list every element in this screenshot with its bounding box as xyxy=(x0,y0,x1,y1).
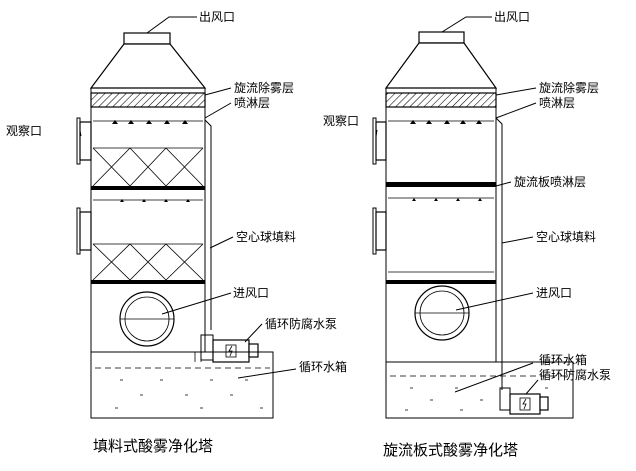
right-observation-window-1 xyxy=(375,121,387,161)
left-lower-packing xyxy=(92,243,204,281)
right-demister-layer xyxy=(385,92,497,108)
left-spray-nozzles xyxy=(93,120,203,124)
right-outlet-duct xyxy=(418,31,465,44)
right-swirl-plate xyxy=(386,182,496,187)
left-leaders xyxy=(79,16,297,379)
right-circulation-tank xyxy=(385,361,574,419)
left-spray-nozzles-2 xyxy=(93,199,203,202)
right-label-packing: 空心球填料 xyxy=(536,230,596,244)
left-tower: 出风口 旋流除雾层 喷淋层 观察口 空心球填料 进风口 循环防腐水泵 循环水箱 … xyxy=(6,10,347,455)
left-air-inlet xyxy=(119,291,175,347)
left-label-demister: 旋流除雾层 xyxy=(234,80,294,95)
left-label-inlet: 进风口 xyxy=(233,286,269,300)
left-support-grid-1 xyxy=(91,186,205,190)
right-leaders xyxy=(375,16,539,395)
right-label-pump: 循环防腐水泵 xyxy=(539,367,611,382)
left-caption: 填料式酸雾净化塔 xyxy=(93,437,213,455)
right-circulation-pump xyxy=(499,387,549,415)
right-air-inlet xyxy=(414,285,470,341)
left-label-pump: 循环防腐水泵 xyxy=(265,316,337,331)
right-spray-nozzles-2 xyxy=(388,197,494,201)
left-support-grid-2 xyxy=(91,280,205,284)
left-circulation-tank xyxy=(90,351,274,419)
right-label-inlet: 进风口 xyxy=(536,286,572,300)
left-label-window: 观察口 xyxy=(6,124,42,138)
right-observation-window-2 xyxy=(375,211,387,251)
right-tower: 出风口 旋流除雾层 喷淋层 观察口 旋流板喷淋层 空心球填料 进风口 循环水箱 … xyxy=(323,10,611,459)
right-hood xyxy=(384,42,498,89)
right-label-tank: 循环水箱 xyxy=(539,352,587,367)
left-label-packing: 空心球填料 xyxy=(236,230,296,244)
right-label-plate-spray: 旋流板喷淋层 xyxy=(514,175,586,189)
right-support-grid xyxy=(386,280,496,284)
left-label-spray: 喷淋层 xyxy=(234,96,270,110)
right-label-demister: 旋流除雾层 xyxy=(539,80,599,95)
right-side-pipe xyxy=(495,117,503,390)
left-observation-window-2 xyxy=(79,211,92,251)
left-label-outlet: 出风口 xyxy=(199,10,235,24)
left-hood xyxy=(89,43,207,89)
left-observation-window-1 xyxy=(79,121,92,161)
right-label-window: 观察口 xyxy=(323,114,359,128)
left-demister-layer xyxy=(90,92,206,108)
right-caption: 旋流板式酸雾净化塔 xyxy=(383,441,518,459)
left-label-tank: 循环水箱 xyxy=(299,359,347,374)
left-side-pipe xyxy=(204,119,212,330)
right-spray-nozzles xyxy=(388,120,494,124)
right-label-spray: 喷淋层 xyxy=(539,96,575,110)
left-outlet-duct xyxy=(123,32,171,45)
right-label-outlet: 出风口 xyxy=(494,10,530,24)
left-upper-packing xyxy=(92,147,204,187)
left-circulation-pump xyxy=(200,334,259,363)
